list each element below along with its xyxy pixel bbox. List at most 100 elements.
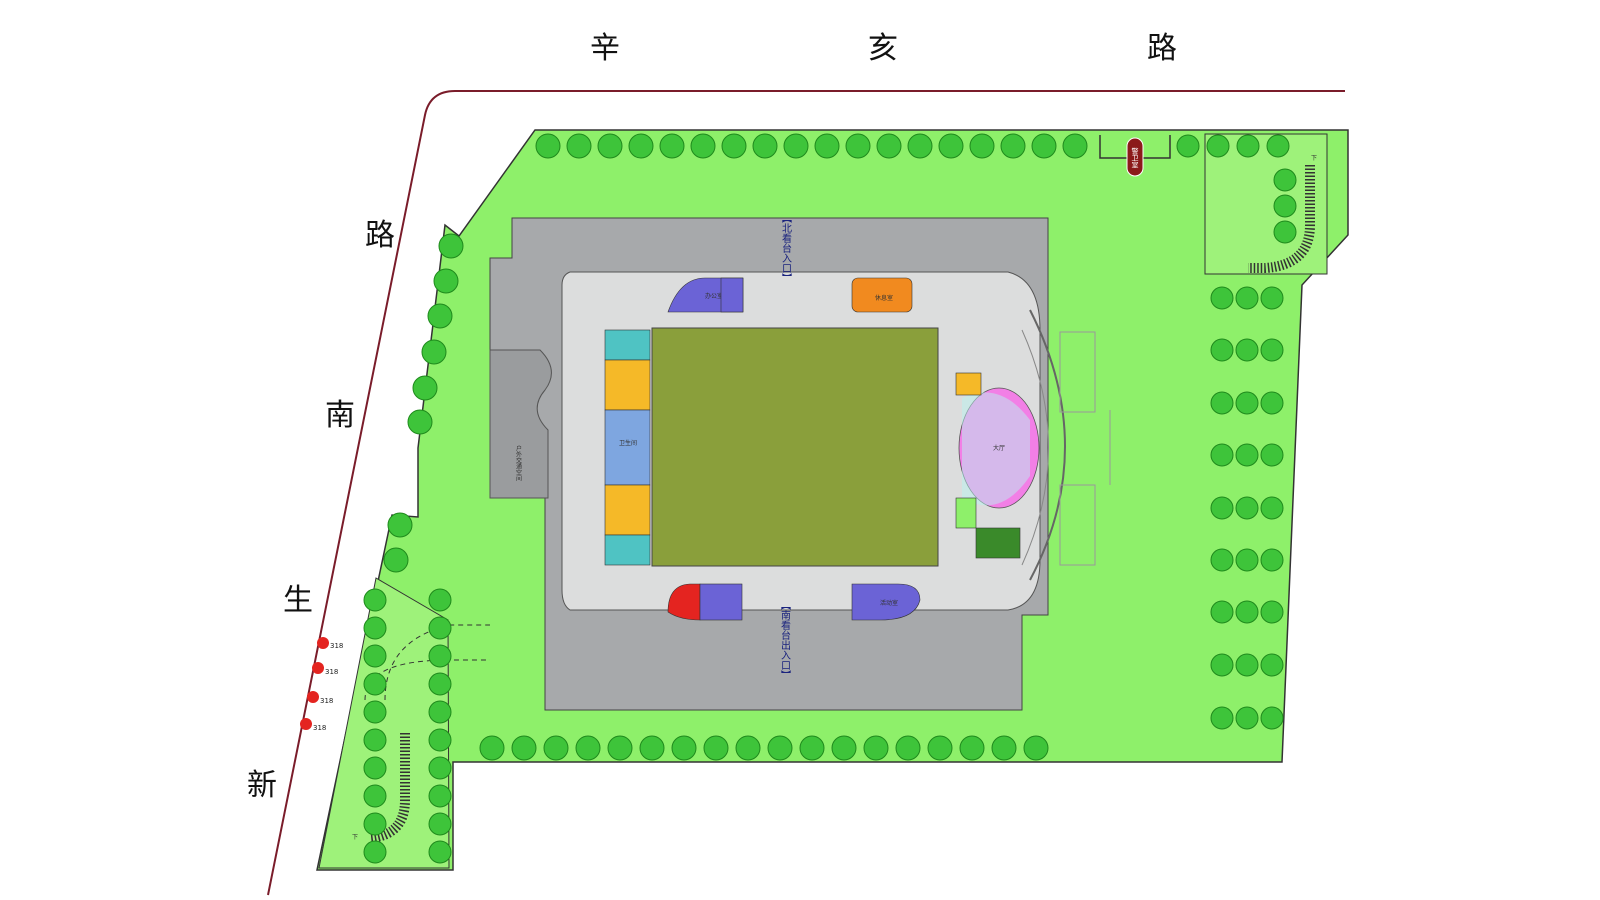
tree-icon bbox=[783, 133, 809, 159]
tree-icon bbox=[1206, 134, 1230, 158]
tree-icon bbox=[535, 133, 561, 159]
tree-icon bbox=[407, 409, 433, 435]
tree-icon bbox=[412, 375, 438, 401]
sw-stair-icon bbox=[369, 733, 410, 843]
tree-icon bbox=[1235, 653, 1259, 677]
bus-stop-label-3: 318 bbox=[320, 697, 333, 705]
tree-icon bbox=[363, 588, 387, 612]
tree-icon bbox=[428, 728, 452, 752]
trees-group bbox=[363, 133, 1297, 864]
tree-icon bbox=[1235, 706, 1259, 730]
tree-icon bbox=[991, 735, 1017, 761]
room-north-right bbox=[851, 277, 913, 313]
tree-icon bbox=[363, 756, 387, 780]
tree-icon bbox=[1260, 391, 1284, 415]
tree-icon bbox=[1210, 653, 1234, 677]
tree-icon bbox=[428, 672, 452, 696]
tree-icon bbox=[1260, 548, 1284, 572]
bus-stop-icon bbox=[307, 691, 319, 703]
tree-icon bbox=[1210, 443, 1234, 467]
tree-icon bbox=[363, 728, 387, 752]
guard-room bbox=[1126, 137, 1144, 177]
east-hall-label: 大厅 bbox=[993, 444, 1005, 452]
tree-icon bbox=[428, 784, 452, 808]
tree-icon bbox=[721, 133, 747, 159]
tree-icon bbox=[1273, 220, 1297, 244]
room-south-right bbox=[851, 583, 921, 621]
tree-icon bbox=[428, 812, 452, 836]
tree-icon bbox=[895, 735, 921, 761]
room-west-c bbox=[604, 409, 651, 486]
north-entrance-label: 【北看台入口】 bbox=[780, 213, 792, 283]
road-label-north-1: 辛 bbox=[590, 31, 620, 66]
tree-icon bbox=[607, 735, 633, 761]
tree-icon bbox=[659, 133, 685, 159]
room-west-e bbox=[604, 534, 651, 566]
tree-icon bbox=[671, 735, 697, 761]
central-field bbox=[651, 327, 939, 567]
guard-room-label: 警卫室 bbox=[1131, 147, 1139, 169]
bus-stop-icon bbox=[317, 637, 329, 649]
bus-stops: 318 318 318 318 bbox=[300, 637, 343, 732]
tree-icon bbox=[639, 735, 665, 761]
tree-icon bbox=[428, 756, 452, 780]
tree-icon bbox=[1273, 194, 1297, 218]
room-west-d bbox=[604, 484, 651, 536]
room-east-c bbox=[975, 527, 1021, 559]
tree-icon bbox=[428, 616, 452, 640]
tree-icon bbox=[1210, 391, 1234, 415]
sw-stair-down-label: 下 bbox=[352, 834, 358, 841]
room-north-left-b bbox=[720, 277, 744, 313]
tree-icon bbox=[1023, 735, 1049, 761]
tree-icon bbox=[1260, 653, 1284, 677]
tree-icon bbox=[752, 133, 778, 159]
tree-icon bbox=[1210, 338, 1234, 362]
tree-icon bbox=[703, 735, 729, 761]
tree-icon bbox=[863, 735, 889, 761]
room-south-right-label: 活动室 bbox=[880, 599, 898, 607]
road-boundary-north bbox=[267, 90, 1345, 896]
tree-icon bbox=[1235, 391, 1259, 415]
tree-icon bbox=[543, 735, 569, 761]
room-west-a bbox=[604, 329, 651, 361]
east-canopy bbox=[1029, 309, 1066, 581]
bus-stop-label-2: 318 bbox=[325, 668, 338, 676]
tree-icon bbox=[969, 133, 995, 159]
tree-icon bbox=[428, 700, 452, 724]
tree-icon bbox=[927, 735, 953, 761]
room-north-right-label: 休息室 bbox=[875, 294, 893, 302]
tree-icon bbox=[1176, 134, 1200, 158]
tree-icon bbox=[1260, 600, 1284, 624]
tree-icon bbox=[1235, 496, 1259, 520]
south-entrance-label: 【南看台出入口】 bbox=[779, 600, 791, 680]
road-label-north-2: 亥 bbox=[868, 31, 898, 66]
tree-icon bbox=[428, 588, 452, 612]
tree-icon bbox=[907, 133, 933, 159]
tree-icon bbox=[831, 735, 857, 761]
tree-icon bbox=[1210, 600, 1234, 624]
room-west-c-label: 卫生间 bbox=[619, 439, 637, 447]
tree-icon bbox=[938, 133, 964, 159]
tree-icon bbox=[1062, 133, 1088, 159]
tree-icon bbox=[387, 512, 413, 538]
room-west-b bbox=[604, 359, 651, 411]
tree-icon bbox=[421, 339, 447, 365]
tree-icon bbox=[1260, 338, 1284, 362]
room-south-left-purple bbox=[699, 583, 743, 621]
tree-icon bbox=[363, 784, 387, 808]
tree-icon bbox=[438, 233, 464, 259]
bus-stop-icon bbox=[312, 662, 324, 674]
tree-icon bbox=[735, 735, 761, 761]
east-canopy-inner bbox=[1021, 329, 1049, 566]
tree-icon bbox=[1000, 133, 1026, 159]
tree-icon bbox=[1031, 133, 1057, 159]
tree-icon bbox=[690, 133, 716, 159]
tree-icon bbox=[1210, 496, 1234, 520]
road-label-west-1: 路 bbox=[365, 218, 395, 253]
sw-stair-zone bbox=[318, 577, 450, 869]
tree-icon bbox=[383, 547, 409, 573]
ne-stair-down-label: 下 bbox=[1311, 155, 1317, 162]
tree-icon bbox=[1235, 548, 1259, 572]
tree-icon bbox=[363, 616, 387, 640]
